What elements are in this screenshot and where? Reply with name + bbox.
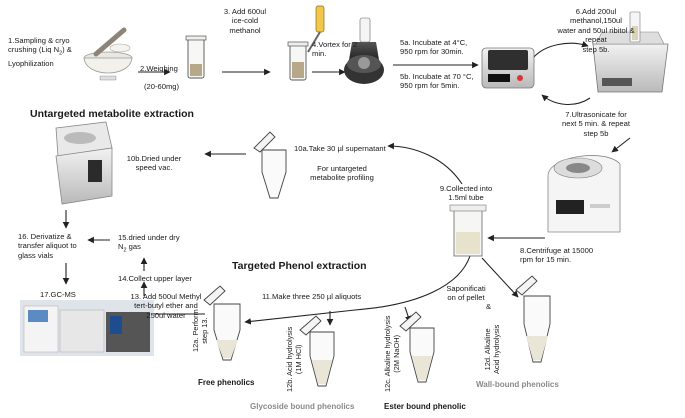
gc-ms-image [20,300,154,356]
step-15-subscript: 2 [123,247,127,254]
step-1-label: 1.Sampling & cryo crushing (Liq N2) & Ly… [8,36,72,69]
tube-12d-image [515,275,551,363]
arrow-9-12d [481,257,519,298]
arrow-9-split [244,255,471,325]
wall-phenolics-label: Wall-bound phenolics [476,380,559,389]
step-12b-label: 12b. Acid hydrolysis (1M HCl) [285,326,303,392]
thermomixer-image [481,47,535,89]
step-12c-label: 12c. Alkaline hydrolysis (2M NaOH) [383,315,401,392]
step-15-label: 15.dried under dry N2 gas [118,233,180,256]
ester-phenolics-label: Ester bound phenolic [384,402,466,411]
step-12d-ampersand: & [486,302,492,311]
step-8-label: 8.Centrifuge at 15000 rpm for 15 min. [520,246,594,265]
step-5a-label: 5a. Incubate at 4°C, 950 rpm for 30min. [400,38,468,57]
glycoside-phenolics-label: Glycoside bound phenolics [250,402,355,411]
step-1-subscript: 2 [59,50,63,57]
step-1-text: 1.Sampling & cryo crushing (Liq N [8,36,70,55]
mortar-pestle-image [83,27,133,81]
step-13-label: 13. Add 500ul Methyl tert-butyl ether an… [130,292,202,320]
untargeted-heading: Untargeted metabolite extraction [30,108,194,120]
step-2-label: 2.Weighing [140,64,178,73]
step-10a-note: For untargeted metabolite profiling [310,164,374,183]
flow-arrows [62,40,631,326]
step-15-tail: gas [126,242,141,252]
free-phenolics-label: Free phenolics [198,378,255,387]
speed-vac-image [55,121,113,205]
step-12d-label: 12d. Alkaline Acid hydrolysis [483,324,501,374]
step-9-label: 9.Collected into 1.5ml tube [439,184,493,203]
ultrasonicator-image [592,11,669,93]
tube-12b-image [299,315,335,387]
tube-12c-image [399,311,435,383]
step-5b-label: 5b. Incubate at 70 °C, 950 rpm for 5min. [400,72,474,91]
step-6-label: 6.Add 200ul methanol,150ul water and 50u… [557,7,635,54]
step-15-text: 15.dried under dry N [118,233,180,252]
step-17-label: 17.GC-MS [40,290,76,299]
step-1-tail: ) & Lyophilization [8,45,72,69]
saponification-label: Saponificati on of pellet [446,284,486,303]
centrifuge-image [547,155,621,233]
collection-tube-image [449,204,487,257]
step-11-label: 11.Make three 250 µl aliquots [262,292,362,301]
targeted-heading: Targeted Phenol extraction [232,260,367,272]
step-10b-label: 10b.Dried under speed vac. [126,154,182,173]
step-7-label: 7.Ultrasonicate for next 5 min. & repeat… [562,110,630,138]
step-16-label: 16. Derivatize & transfer aliquot to gla… [18,232,77,260]
step-14-label: 14.Collect upper layer [118,274,192,283]
arrow-6-7 [541,94,591,105]
step-4-label: 4.Vortex for 2 min. [312,40,358,59]
weighing-tube-image [185,35,207,79]
arrow-9-10a [387,142,463,185]
step-2-amount: (20-60mg) [144,82,180,91]
arrow-7-8 [611,137,631,153]
pipette-tube-image [287,5,325,81]
arrow-5-6 [532,40,589,59]
tube-12a-image [203,285,241,361]
step-10a-label: 10a.Take 30 µl supernatant [294,144,386,153]
tube-10a-image [253,131,287,199]
step-12a-label: 12a. Perform step 13. [191,309,209,352]
vortex-mixer-image [344,17,384,84]
step-3-label: 3. Add 600ul ice-cold methanol [223,7,267,35]
